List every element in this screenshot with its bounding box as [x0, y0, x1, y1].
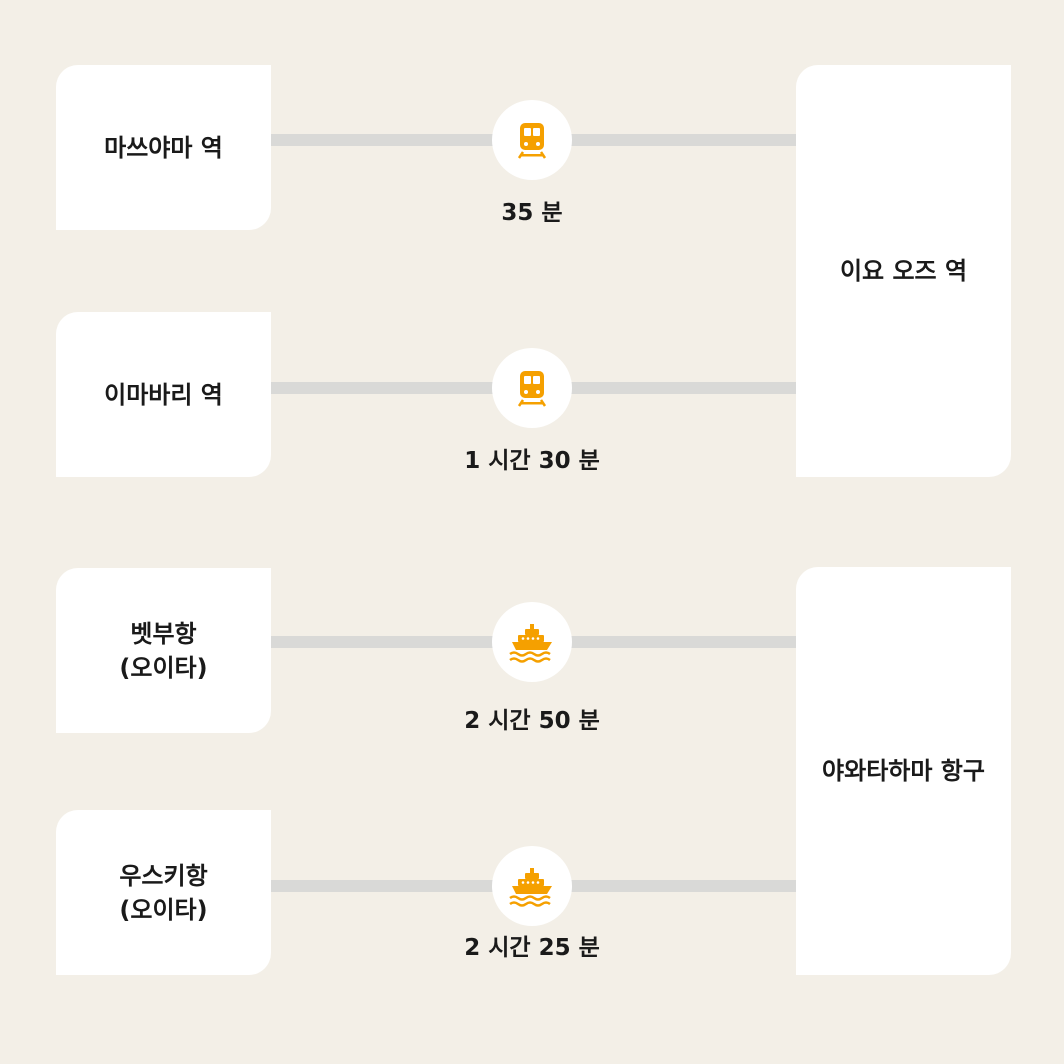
destination-yawatahama-port: 야와타하마 항구 [796, 567, 1011, 975]
transport-mode-badge [492, 348, 572, 428]
transport-mode-badge [492, 846, 572, 926]
origin-label: 이마바리 역 [104, 380, 223, 409]
transport-mode-badge [492, 602, 572, 682]
transport-mode-badge [492, 100, 572, 180]
route-duration: 2 시간 50 분 [464, 708, 600, 734]
route-duration: 2 시간 25 분 [464, 935, 600, 961]
origin-label: 마쓰야마 역 [104, 133, 223, 162]
destination-iyo-ozu-station: 이요 오즈 역 [796, 65, 1011, 477]
origin-beppu-port: 벳부항 (오이타) [56, 568, 271, 733]
destination-label: 야와타하마 항구 [822, 757, 985, 785]
train-icon [517, 121, 547, 160]
route-duration: 1 시간 30 분 [464, 448, 600, 474]
origin-matsuyama-station: 마쓰야마 역 [56, 65, 271, 230]
origin-label: 벳부항 (오이타) [119, 619, 208, 682]
origin-imabari-station: 이마바리 역 [56, 312, 271, 477]
ferry-icon [508, 622, 554, 663]
origin-usuki-port: 우스키항 (오이타) [56, 810, 271, 975]
route-duration: 35 분 [501, 200, 563, 226]
train-icon [517, 369, 547, 408]
destination-label: 이요 오즈 역 [839, 257, 968, 285]
origin-label: 우스키항 (오이타) [119, 861, 208, 924]
ferry-icon [508, 866, 554, 907]
